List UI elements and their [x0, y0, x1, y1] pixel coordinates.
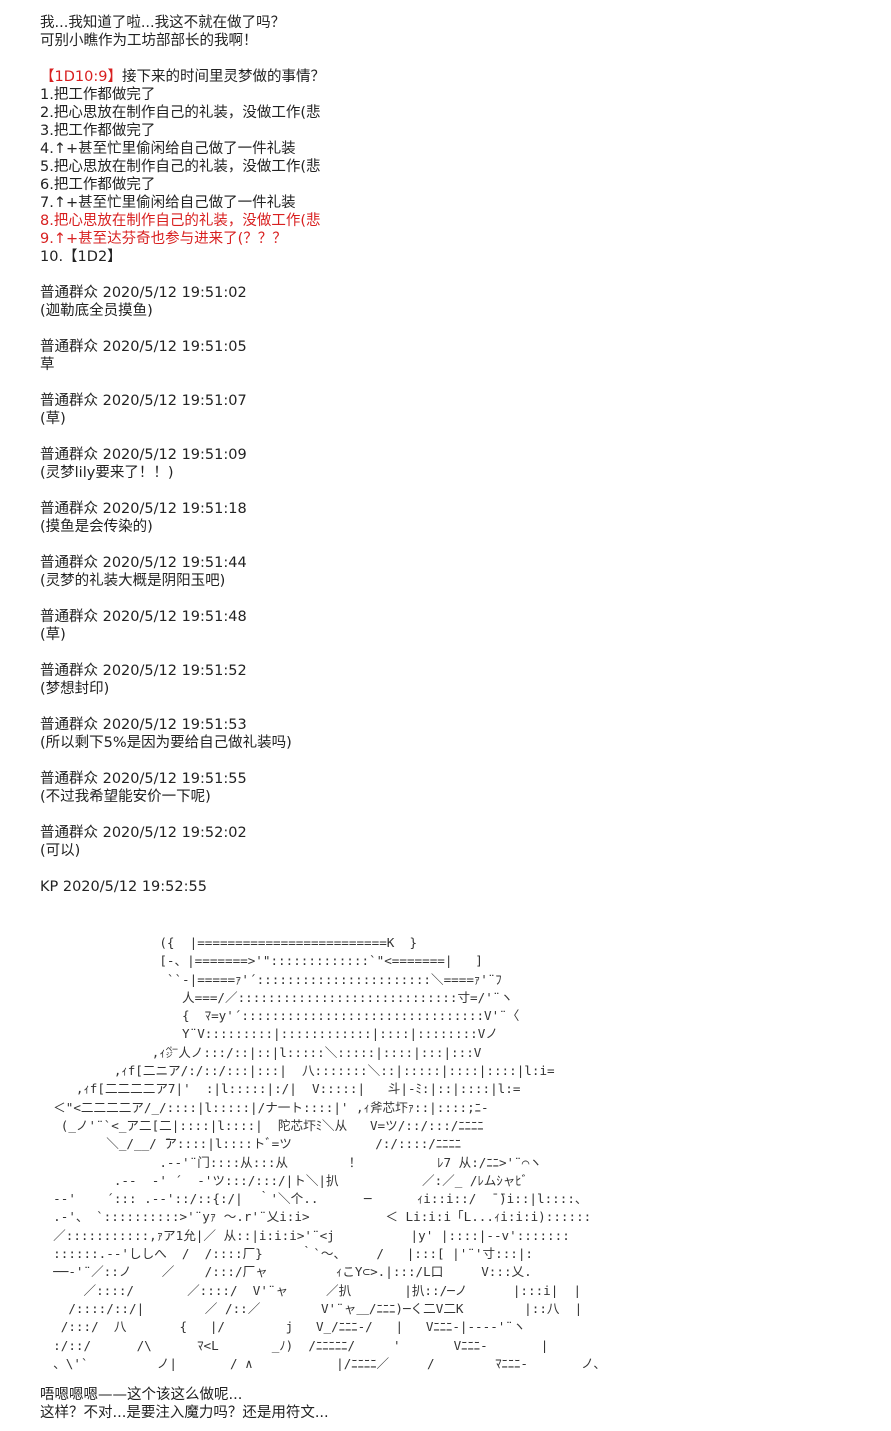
comment-body: (摸鱼是会传染的) — [40, 519, 153, 535]
comment-body: (不过我希望能安价一下呢) — [40, 789, 211, 805]
dice-option: 6.把工作都做完了 — [40, 177, 156, 193]
ascii-art-line: (_ノ'¨`<_ア二[二|::::|l::::| 陀芯圷ﾐ＼从 V=ツ/::/:… — [38, 1117, 484, 1133]
post-content: 我...我知道了啦...我这不就在做了吗？ 可别小瞧作为工坊部部长的我啊！ 【1… — [40, 14, 870, 896]
comment-body: (草) — [40, 627, 66, 643]
ascii-art-line: ::::::.-‐'ししへ / /::::厂} ｀`～、 / |:::[ |'¨… — [38, 1246, 534, 1262]
closing-text: 唔嗯嗯嗯——这个该这么做呢... 这样？不对...是要注入魔力吗？还是用符文..… — [40, 1386, 870, 1422]
spacer — [40, 50, 870, 68]
ascii-art-line: -‐' ´::: .-‐'::/::{:/| ｀'＼个.. ─ ｨi::i::/… — [38, 1191, 588, 1207]
ascii-art-line: 人===/／:::::::::::::::::::::::::::::寸=/'¨… — [38, 989, 513, 1005]
comment-header: 普通群众 2020/5/12 19:51:05 — [40, 339, 247, 355]
ascii-art-line: ,ｨf[二二二二ア7|' :|l:::::|:/| V:::::| 斗|-ﾐ:|… — [38, 1081, 521, 1097]
ascii-art-line: ({ |=========================K } — [38, 935, 418, 950]
ascii-art-line: Y¨V:::::::::|::::::::::::|::::|::::::::V… — [38, 1026, 498, 1042]
dice-question: 【1D10:9】接下来的时间里灵梦做的事情？ — [40, 68, 870, 86]
ascii-art-line: :/::/ /\ ﾏ<L _ﾉ) /ﾆﾆﾆﾆﾆ/ ' Vﾆﾆﾆ- | — [38, 1337, 549, 1353]
ascii-art-line: 、\'` ノ| / ∧ |/ﾆﾆﾆﾆ／ / ﾏﾆﾆﾆ- ノ、 — [38, 1355, 607, 1371]
ascii-art-line: [-、|=======>'":::::::::::::`"<=======| ] — [38, 953, 483, 969]
dice-option: 1.把工作都做完了 — [40, 87, 156, 103]
ascii-art-line: ＼_/__/ ̄ア::::|l::::トﾞ=ツ /:/::::/ﾆﾆﾆﾆ — [38, 1136, 462, 1152]
comment-header: 普通群众 2020/5/12 19:51:53 — [40, 717, 247, 733]
ascii-art-line: { ﾏ=y'´::::::::::::::::::::::::::::::::V… — [38, 1008, 520, 1024]
ascii-art-line: .-‐ ‐' ´ ‐'ツ:::/:::/|ト＼|扒 ／:／_ /ﾚムｼャﾋﾞ — [38, 1172, 528, 1188]
dice-roll-tag: 【1D10:9】 — [40, 69, 122, 85]
comment-body: (梦想封印) — [40, 681, 110, 697]
ascii-art-line: ＜"<二二二二ア/_/::::|l:::::|/ナ一ト::::|' ,ｨ斧芯圷ｧ… — [38, 1099, 489, 1115]
ascii-art-line: ／::::/ ／::::/ V'¨ャ ／扒 |扒::/─ノ |:::i| | — [38, 1282, 582, 1298]
ascii-art-line: /:::/ 八 { |/ j V_/ﾆﾆﾆ-/ | Vﾆﾆﾆ-|---‐'¨ヽ — [38, 1319, 526, 1335]
ascii-art-line: ,ｨf[二ニア/:/::/:::|:::| 八:::::::＼::|:::::|… — [38, 1063, 555, 1079]
comment-body: (草) — [40, 411, 66, 427]
comment-body: (可以) — [40, 843, 81, 859]
intro-line: 可别小瞧作为工坊部部长的我啊！ — [40, 33, 258, 49]
dice-option: 10.【1D2】 — [40, 249, 122, 265]
ascii-art-line: .-'、 `::::::::::>'¨yｧ ～.r'¨乂i:i> ＜ Li:i:… — [38, 1209, 592, 1225]
dice-option-highlighted: 8.把心思放在制作自己的礼装，没做工作(悲 — [40, 213, 321, 229]
comment-body: (灵梦lily要来了！！) — [40, 465, 174, 481]
ascii-art-line: ,ｨ㌻人ノ:::/::|::|l:::::＼:::::|::::|:::|:::… — [38, 1044, 482, 1060]
comment-body: (所以剩下5%是因为要给自己做礼装吗) — [40, 735, 292, 751]
dice-option: 4.↑+甚至忙里偷闲给自己做了一件礼装 — [40, 141, 296, 157]
ascii-art-line: ──‐'¨／::ノ ／ /:::/厂ャ ｨこY⊂>.|:::/L口 V:::乂. — [38, 1264, 532, 1280]
intro-line: 我...我知道了啦...我这不就在做了吗？ — [40, 15, 286, 31]
ascii-art-line: /::::/::/| ／ /::／ V'¨ャ＿/ﾆﾆﾆ)─く二V二K |::八 … — [38, 1300, 583, 1316]
kp-header: KP 2020/5/12 19:52:55 — [40, 879, 207, 895]
comment-header: 普通群众 2020/5/12 19:52:02 — [40, 825, 247, 841]
ascii-art-line: ``-|=====ｧ'´:::::::::::::::::::::::＼====… — [38, 971, 502, 987]
dice-option: 7.↑+甚至忙里偷闲给自己做了一件礼装 — [40, 195, 296, 211]
comment-header: 普通群众 2020/5/12 19:51:02 — [40, 285, 247, 301]
comment-header: 普通群众 2020/5/12 19:51:09 — [40, 447, 247, 463]
dice-option: 3.把工作都做完了 — [40, 123, 156, 139]
dice-option: 5.把心思放在制作自己的礼装，没做工作(悲 — [40, 159, 321, 175]
ascii-art: ({ |=========================K } [-、|===… — [38, 934, 858, 1373]
ascii-art-line: ／:::::::::::,ｧア1允|／ 从::|i:i:i>'¨<j |y' |… — [38, 1227, 570, 1243]
closing-line: 这样？不对...是要注入魔力吗？还是用符文... — [40, 1405, 329, 1421]
dice-option-selected: 9.↑+甚至达芬奇也参与进来了(？？？ — [40, 231, 287, 247]
comment-body: 草 — [40, 357, 55, 373]
comment-header: 普通群众 2020/5/12 19:51:18 — [40, 501, 247, 517]
comment-header: 普通群众 2020/5/12 19:51:07 — [40, 393, 247, 409]
dice-question-text: 接下来的时间里灵梦做的事情？ — [121, 69, 325, 85]
comment-header: 普通群众 2020/5/12 19:51:55 — [40, 771, 247, 787]
closing-line: 唔嗯嗯嗯——这个该这么做呢... — [40, 1387, 243, 1403]
comment-body: (灵梦的礼装大概是阴阳玉吧) — [40, 573, 226, 589]
comment-header: 普通群众 2020/5/12 19:51:52 — [40, 663, 247, 679]
comment-header: 普通群众 2020/5/12 19:51:48 — [40, 609, 247, 625]
dice-option: 2.把心思放在制作自己的礼装，没做工作(悲 — [40, 105, 321, 121]
comment-header: 普通群众 2020/5/12 19:51:44 — [40, 555, 247, 571]
comment-body: (迦勒底全员摸鱼) — [40, 303, 153, 319]
ascii-art-line: .-‐'¨门::::从:::从 ！ ﾚ7 从:/ﾆﾆ>'¨⌒ヽ — [38, 1154, 542, 1170]
